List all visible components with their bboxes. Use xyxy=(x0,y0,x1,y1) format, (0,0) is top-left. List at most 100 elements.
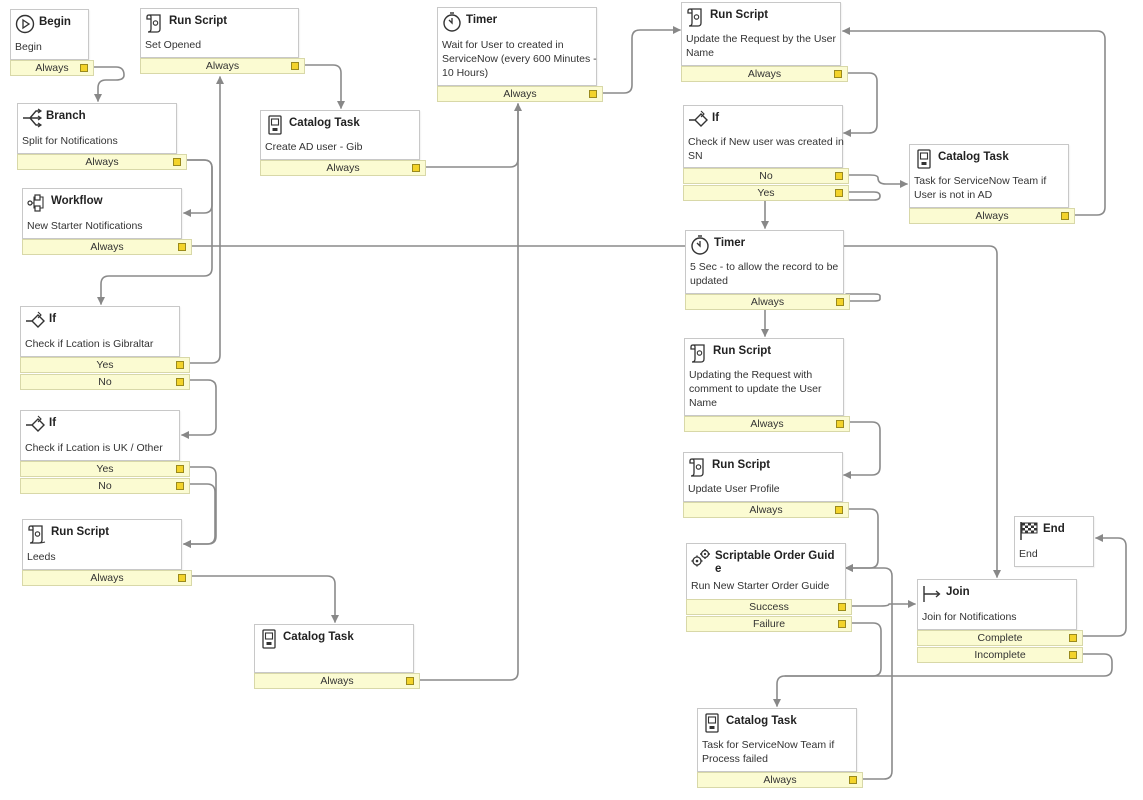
node-title: Catalog Task xyxy=(289,117,360,129)
output-port[interactable] xyxy=(1061,212,1069,220)
node-title: End xyxy=(1043,523,1065,535)
connector-branch-to-if-gib xyxy=(97,159,213,305)
output-port[interactable] xyxy=(835,172,843,180)
output-port[interactable] xyxy=(176,378,184,386)
output-always[interactable]: Always xyxy=(681,66,848,82)
node-timer-5-sec[interactable]: Timer 5 Sec - to allow the record to be … xyxy=(685,230,850,310)
output-always[interactable]: Always xyxy=(684,416,850,432)
output-complete[interactable]: Complete xyxy=(917,630,1083,646)
output-port[interactable] xyxy=(836,298,844,306)
output-always[interactable]: Always xyxy=(260,160,426,176)
node-if-sn[interactable]: If Check if New user was created in SN N… xyxy=(683,105,849,201)
node-title: Catalog Task xyxy=(938,151,1009,163)
workflow-icon xyxy=(27,194,44,212)
output-always[interactable]: Always xyxy=(17,154,187,170)
node-if-gibraltar[interactable]: If Check if Lcation is Gibraltar Yes No xyxy=(20,306,190,390)
node-workflow[interactable]: Workflow New Starter Notifications Alway… xyxy=(22,188,192,255)
catalog-task-icon xyxy=(917,149,931,169)
output-port[interactable] xyxy=(176,465,184,473)
output-port[interactable] xyxy=(835,189,843,197)
node-run-script-set-opened[interactable]: Run Script Set Opened Always xyxy=(140,8,305,74)
output-port[interactable] xyxy=(291,62,299,70)
node-catalog-task-failed[interactable]: Catalog Task Task for ServiceNow Team if… xyxy=(697,708,863,788)
output-always[interactable]: Always xyxy=(254,673,420,689)
node-catalog-task-create-ad[interactable]: Catalog Task Create AD user - Gib Always xyxy=(260,110,426,176)
node-description: Leeds xyxy=(27,551,56,563)
connector-order-success-to-join xyxy=(850,600,916,608)
output-port[interactable] xyxy=(406,677,414,685)
output-no[interactable]: No xyxy=(20,374,190,390)
output-port[interactable] xyxy=(838,603,846,611)
node-title: If xyxy=(49,417,57,429)
output-always[interactable]: Always xyxy=(685,294,850,310)
output-port[interactable] xyxy=(80,64,88,72)
node-run-script-update-request[interactable]: Run Script Update the Request by the Use… xyxy=(681,2,848,82)
node-branch[interactable]: Branch Split for Notifications Always xyxy=(17,103,187,170)
node-title: Run Script xyxy=(713,345,772,357)
output-port[interactable] xyxy=(589,90,597,98)
node-run-script-updating-request[interactable]: Run Script Updating the Request with com… xyxy=(684,338,850,432)
node-catalog-task-sn-team[interactable]: Catalog Task Task for ServiceNow Team if… xyxy=(909,144,1075,224)
node-timer-wait[interactable]: Timer Wait for User to created in Servic… xyxy=(437,7,603,102)
catalog-task-icon xyxy=(705,713,719,733)
catalog-task-icon xyxy=(262,629,276,649)
output-always[interactable]: Always xyxy=(22,570,192,586)
connector-if-uk-no-to-leeds xyxy=(183,483,216,548)
output-no[interactable]: No xyxy=(683,168,849,184)
node-scriptable-order-guide[interactable]: Scriptable Order Guid e Run New Starter … xyxy=(686,543,852,633)
output-always[interactable]: Always xyxy=(437,86,603,102)
if-diamond-icon xyxy=(26,311,45,328)
output-port[interactable] xyxy=(178,574,186,582)
timer-icon xyxy=(691,235,709,255)
node-join[interactable]: Join Join for Notifications Complete Inc… xyxy=(917,579,1083,663)
output-port[interactable] xyxy=(834,70,842,78)
output-port[interactable] xyxy=(835,506,843,514)
output-always[interactable]: Always xyxy=(22,239,192,255)
node-if-uk[interactable]: If Check if Lcation is UK / Other Yes No xyxy=(20,410,190,494)
node-title: Timer xyxy=(466,14,498,26)
node-description: Update User Profile xyxy=(688,483,780,495)
output-port[interactable] xyxy=(838,620,846,628)
output-port[interactable] xyxy=(412,164,420,172)
node-title: Join xyxy=(946,586,970,598)
output-always[interactable]: Always xyxy=(10,60,94,76)
output-failure[interactable]: Failure xyxy=(686,616,852,632)
node-description: Check if Lcation is Gibraltar xyxy=(25,338,154,350)
connector-workflow-to-join xyxy=(186,245,1001,578)
output-incomplete[interactable]: Incomplete xyxy=(917,647,1083,663)
connector-join-complete-to-end xyxy=(1081,534,1127,637)
node-description: Begin xyxy=(15,41,42,53)
node-title: Begin xyxy=(39,16,71,28)
output-port[interactable] xyxy=(176,361,184,369)
output-always[interactable]: Always xyxy=(140,58,305,74)
output-yes[interactable]: Yes xyxy=(683,185,849,201)
node-end[interactable]: End End xyxy=(1014,516,1094,567)
if-diamond-icon xyxy=(689,110,708,127)
node-catalog-task-blank[interactable]: Catalog Task Always xyxy=(254,624,420,689)
output-no[interactable]: No xyxy=(20,478,190,494)
output-port[interactable] xyxy=(1069,651,1077,659)
output-port[interactable] xyxy=(849,776,857,784)
output-yes[interactable]: Yes xyxy=(20,357,190,373)
output-port[interactable] xyxy=(836,420,844,428)
output-port[interactable] xyxy=(178,243,186,251)
output-yes[interactable]: Yes xyxy=(20,461,190,477)
connector-timer-5s-loop xyxy=(845,293,881,302)
node-run-script-update-profile[interactable]: Run Script Update User Profile Always xyxy=(683,452,849,518)
node-title: Run Script xyxy=(51,526,110,538)
timer-icon xyxy=(443,12,461,32)
node-begin[interactable]: Begin Begin Always xyxy=(10,9,94,76)
node-description: Updating the Request with comment to upd… xyxy=(689,369,822,409)
checkered-flag-icon xyxy=(1020,522,1038,540)
output-port[interactable] xyxy=(176,482,184,490)
output-always[interactable]: Always xyxy=(697,772,863,788)
connector-if-gib-yes-to-set-opened xyxy=(184,76,224,364)
output-always[interactable]: Always xyxy=(909,208,1075,224)
node-description: End xyxy=(1019,548,1038,560)
connector-task-ad-to-timer-wait xyxy=(424,103,519,168)
node-run-script-leeds[interactable]: Run Script Leeds Always xyxy=(22,519,192,586)
output-always[interactable]: Always xyxy=(683,502,849,518)
output-port[interactable] xyxy=(173,158,181,166)
output-success[interactable]: Success xyxy=(686,599,852,615)
output-port[interactable] xyxy=(1069,634,1077,642)
